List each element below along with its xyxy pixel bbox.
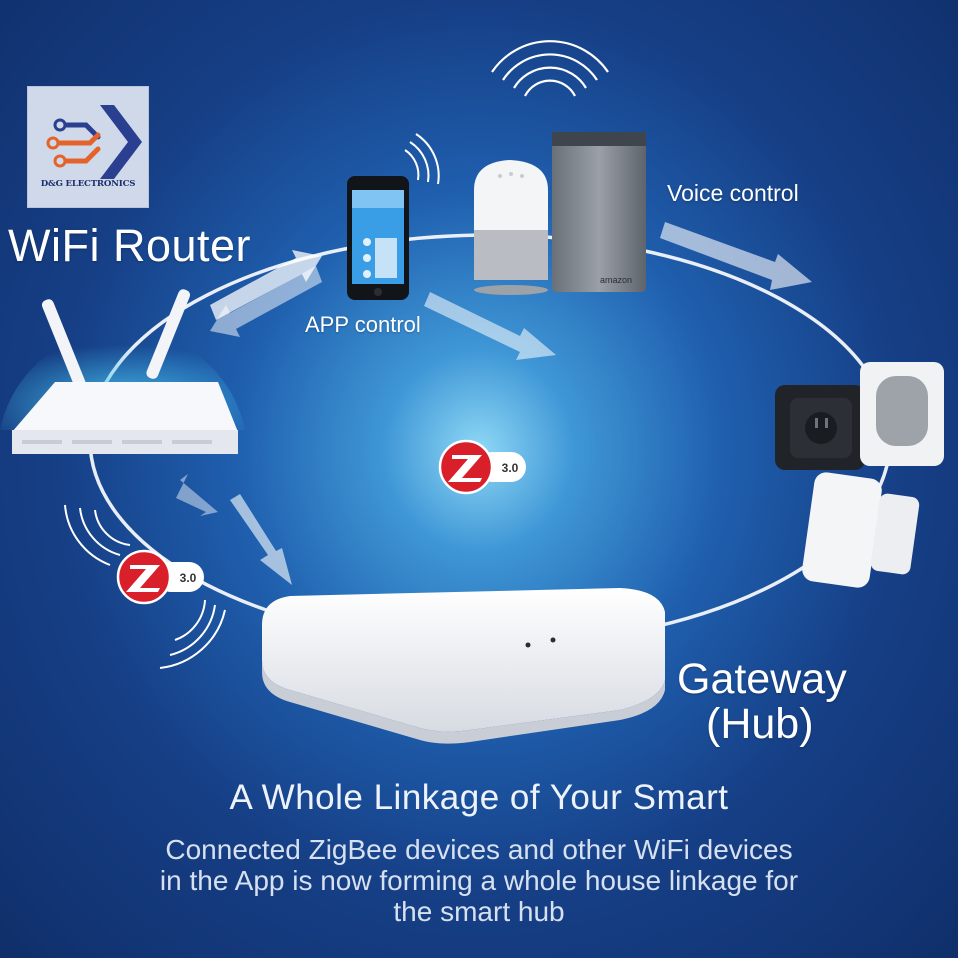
door-sensor-icon [802, 472, 920, 588]
description: Connected ZigBee devices and other WiFi … [60, 834, 898, 927]
motion-sensor-icon [860, 362, 944, 466]
router-hub-arrows [176, 474, 292, 585]
circuit-logo-icon [46, 105, 142, 179]
app-control-label: APP control [305, 312, 421, 337]
gateway-wifi-waves-icon [64, 504, 226, 669]
hub-label: (Hub) [706, 700, 814, 748]
amazon-speaker-icon: amazon [552, 132, 646, 292]
voice-arrow [660, 222, 812, 290]
phone-center-arrow [424, 292, 556, 360]
zigbee-version-left: 3.0 [180, 571, 197, 585]
description-line: in the App is now forming a whole house … [159, 865, 799, 896]
wifi-router-icon [12, 289, 238, 454]
smart-plug-icon [775, 385, 865, 470]
phone-wifi-waves-icon [404, 133, 440, 185]
voice-control-label: Voice control [667, 180, 799, 206]
zigbee-badge-center: 3.0 [438, 439, 526, 495]
description-line: Connected ZigBee devices and other WiFi … [165, 834, 793, 865]
speaker-brand-text: amazon [600, 275, 632, 285]
gateway-label: Gateway [677, 655, 847, 703]
wifi-router-label: WiFi Router [8, 220, 252, 271]
gateway-hub-icon [262, 588, 665, 744]
zigbee-version-center: 3.0 [502, 461, 519, 475]
description-line: the smart hub [393, 896, 565, 927]
brand-text: D&G ELECTRONICS [40, 179, 136, 189]
smart-speaker-icon [474, 160, 548, 295]
brand-logo: D&G ELECTRONICS [27, 86, 149, 208]
smartphone-icon [347, 176, 409, 300]
headline: A Whole Linkage of Your Smart [229, 778, 729, 817]
zigbee-badge-left: 3.0 [116, 549, 204, 605]
speaker-wifi-waves-icon [491, 40, 609, 97]
router-phone-arrows [210, 250, 322, 337]
